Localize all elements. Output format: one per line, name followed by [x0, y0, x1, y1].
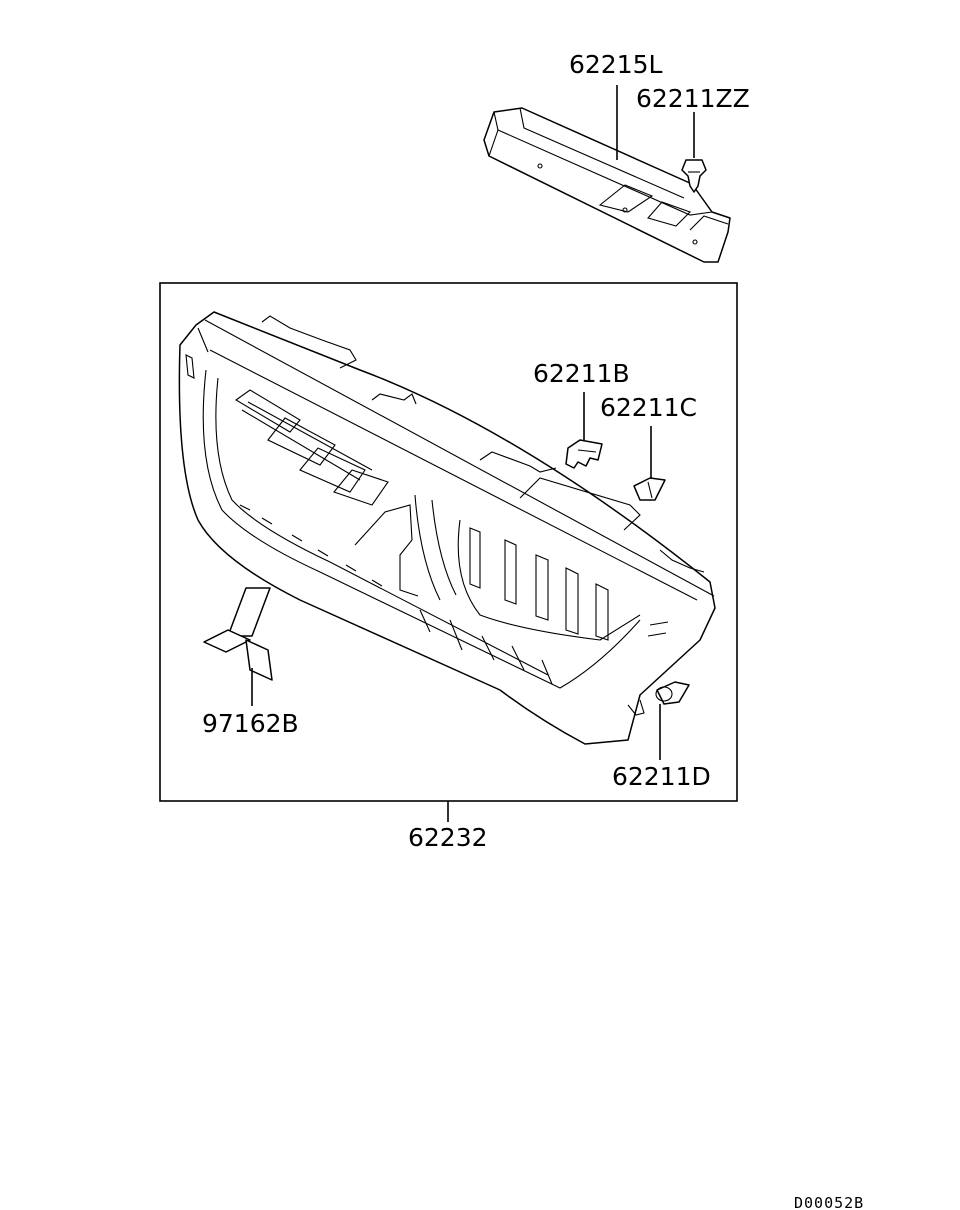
- leader-lines: [251, 85, 695, 822]
- right-mesh: [469, 527, 609, 641]
- callout-62215L: 62215L: [569, 50, 663, 79]
- clip-zz-part: [681, 159, 707, 193]
- callout-97162B: 97162B: [202, 709, 299, 738]
- callout-62211B: 62211B: [533, 359, 630, 388]
- reference-code: D00052B: [794, 1194, 864, 1210]
- clip-d-part: [655, 681, 690, 705]
- upper-mesh: [234, 389, 389, 506]
- callout-62211D: 62211D: [612, 762, 711, 791]
- lower-slats: [239, 504, 553, 685]
- bracket-part: [483, 107, 731, 263]
- callout-62232: 62232: [408, 823, 488, 852]
- grille-part: [178, 311, 716, 745]
- callout-62211ZZ: 62211ZZ: [636, 84, 750, 113]
- clip-c-part: [633, 477, 666, 501]
- clip-b-part: [565, 439, 603, 469]
- callout-62211C: 62211C: [600, 393, 697, 422]
- emblem-part: [203, 587, 273, 681]
